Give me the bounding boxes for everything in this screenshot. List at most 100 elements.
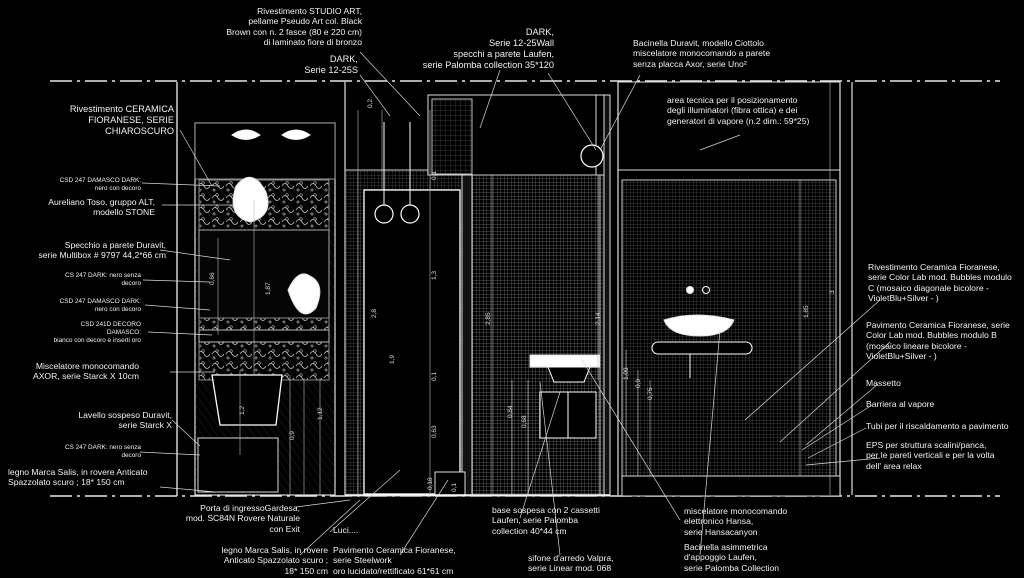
note-luci: Luci....	[333, 525, 358, 535]
note-specchio: Specchio a parete Duravit,serie Multibox…	[38, 240, 166, 261]
dim-0-18: 0,18	[427, 477, 434, 490]
note-csd247-b-line: CSD 247 DAMASCO DARK:	[59, 298, 141, 305]
note-bacinella-asimmetrica-line: d'appoggio Laufen,	[684, 552, 757, 563]
dim-0-1-top: 0,1	[431, 171, 438, 180]
note-legno-2-line: legno Marca Salis, in rovere	[221, 545, 328, 555]
note-bacinella-duravit-line: senza placca Axor, serie Uno²	[633, 58, 747, 69]
note-lavello: Lavello sospeso Duravit,serie Starck X	[78, 410, 172, 431]
note-area-tecnica-line: area tecnica per il posizionamento	[667, 95, 798, 105]
note-csd241-line: bianco con decoro e inserti oro	[53, 337, 141, 344]
note-pavimento-steelwork-line: oro lucidato/rettificato 61*61 cm	[333, 565, 454, 576]
note-studio-art-line: pellame Pseudo Art col. Black	[248, 16, 362, 27]
note-dark-12-25s: DARK,Serie 12-25S	[304, 54, 358, 76]
note-barriera: Barriera al vapore	[866, 399, 934, 409]
note-cs247-b-line: decoro	[121, 452, 141, 459]
note-luci-line: Luci....	[333, 525, 359, 535]
note-dark-12-25s-line: Serie 12-25S	[304, 65, 358, 75]
note-rivestimento-bubbles-c-line: serie Color Lab mod. Bubbles modulo	[868, 272, 1012, 283]
note-porta-line: con Exit	[269, 523, 300, 534]
note-cs247-a-line: CS 247 DARK: nero senza	[64, 272, 141, 279]
dim-1-85: 1,85	[803, 305, 810, 318]
note-studio-art-line: Rivestimento STUDIO ART,	[257, 6, 362, 16]
note-studio-art: Rivestimento STUDIO ART,pellame Pseudo A…	[226, 6, 362, 48]
leader-lines	[139, 51, 891, 556]
note-legno-2-line: 18* 150 cm	[284, 565, 328, 576]
dim-0-9b: 0,9	[635, 379, 642, 388]
note-eps: EPS per struttura scalini/panca,per le p…	[866, 440, 995, 471]
note-ceramica-fioranese-line: Rivestimento CERAMICA	[69, 104, 174, 114]
note-aureliano-toso: Aureliano Toso, gruppo ALT,modello STONE	[48, 197, 155, 218]
note-bacinella-duravit-line: Bacinella Duravit, modello Ciottolo	[633, 38, 764, 48]
note-csd247-a: CSD 247 DAMASCO DARK:nero con decoro	[60, 177, 141, 193]
note-porta-line: Porta di ingressoGardesa,	[200, 503, 300, 513]
note-pavimento-bubbles-b-line: Pavimento Ceramica Fioranese, serie	[866, 320, 1010, 330]
dim-0-66: 0,66	[209, 272, 216, 285]
note-rivestimento-bubbles-c: Rivestimento Ceramica Fioranese,serie Co…	[868, 262, 1012, 304]
note-legno-2-line: Anticato Spazzolato scuro ;	[223, 555, 328, 566]
note-pavimento-steelwork-line: serie Steelwork	[333, 555, 392, 566]
note-rivestimento-bubbles-c-line: VioletBlu+Silver - )	[868, 293, 939, 304]
note-lavello-line: Lavello sospeso Duravit,	[78, 410, 172, 420]
note-studio-art-line: Brown con n. 2 fasce (80 e 220 cm)	[226, 26, 362, 37]
note-miscelatore-hansa-line: serie Hansacanyon	[684, 526, 758, 537]
note-csd241-line: CSD 241D DECORO	[80, 321, 141, 328]
note-miscelatore-axor-line: Miscelatore monocomando	[35, 361, 139, 371]
note-studio-art-line: di laminato fiore di bronzo	[263, 37, 362, 48]
dim-1-9: 1,9	[389, 355, 396, 364]
dim-1-2: 1,2	[239, 406, 246, 415]
dimension-labels: 0,2 0,1 0,66 1,87 2,8 1,3 2,85 2,14 1,9 …	[209, 99, 836, 492]
note-csd247-a-line: CSD 247 DAMASCO DARK:	[59, 177, 141, 184]
note-csd241-line: DAMASCO:	[106, 329, 141, 336]
note-eps-line: dell' area relax	[866, 460, 922, 471]
note-miscelatore-hansa-line: elettronico Hansa,	[684, 516, 754, 527]
note-cs247-b-line: CS 247 DARK: nero senza	[64, 444, 141, 451]
note-tubi-line: Tubi per il riscaldamento a pavimento	[866, 421, 1009, 431]
dim-2-14: 2,14	[595, 312, 602, 325]
dim-2-85: 2,85	[485, 312, 492, 325]
note-dark-12-25s-line: DARK,	[329, 54, 358, 64]
note-bacinella-asimmetrica-line: serie Palomba Collection	[684, 562, 780, 573]
dim-1-09: 1,09	[623, 367, 630, 380]
note-ceramica-fioranese-line: FIORANESE, SERIE	[88, 115, 174, 125]
door-and-sink-elevation	[344, 82, 611, 497]
note-legno-1-line: legno Marca Salis, in rovere Anticato	[8, 467, 148, 477]
note-base-sospesa-line: base sospesa con 2 cassetti	[492, 505, 600, 515]
note-porta: Porta di ingressoGardesa,mod. SC84N Rove…	[186, 503, 300, 534]
dim-1-87: 1,87	[265, 282, 272, 295]
dim-0-1-bot: 0,1	[451, 483, 458, 492]
note-dark-wall-line: DARK,	[525, 27, 554, 37]
note-dark-wall-line: specchi a parete Laufen,	[453, 49, 554, 59]
note-bacinella-asimmetrica-line: Bacinella asimmetrica	[684, 542, 768, 552]
note-base-sospesa-line: Laufen, serie Palomba	[492, 515, 578, 526]
note-dark-wall-line: serie Palomba collection 35*120	[422, 60, 554, 70]
note-pavimento-bubbles-b-line: (mosaico lineare bicolore -	[866, 340, 967, 351]
shower-elevation	[617, 81, 853, 497]
dim-1-3: 1,3	[431, 271, 438, 280]
dim-1-12: 1,12	[317, 407, 324, 420]
note-pavimento-steelwork: Pavimento Ceramica Fioranese,serie Steel…	[333, 545, 456, 576]
note-porta-line: mod. SC84N Rovere Naturale	[185, 513, 300, 524]
note-legno-1-line: Spazzolato scuro ; 18* 150 cm	[8, 477, 125, 488]
note-csd247-b: CSD 247 DAMASCO DARK:nero con decoro	[60, 298, 141, 314]
note-specchio-line: Specchio a parete Duravit,	[64, 240, 166, 250]
note-sifone: sifone d'arredo Valpra,serie Linear mod.…	[528, 553, 614, 574]
note-csd247-a-line: nero con decoro	[94, 185, 141, 192]
dim-0-1-mid: 0,1	[431, 372, 438, 381]
dim-2-8: 2,8	[371, 309, 378, 318]
note-eps-line: per le pareti verticali e per la volta	[866, 450, 995, 461]
dim-0-68: 0,68	[521, 415, 528, 428]
note-pavimento-bubbles-b-line: Color Lab mod. Bubbles modulo B	[866, 330, 997, 341]
